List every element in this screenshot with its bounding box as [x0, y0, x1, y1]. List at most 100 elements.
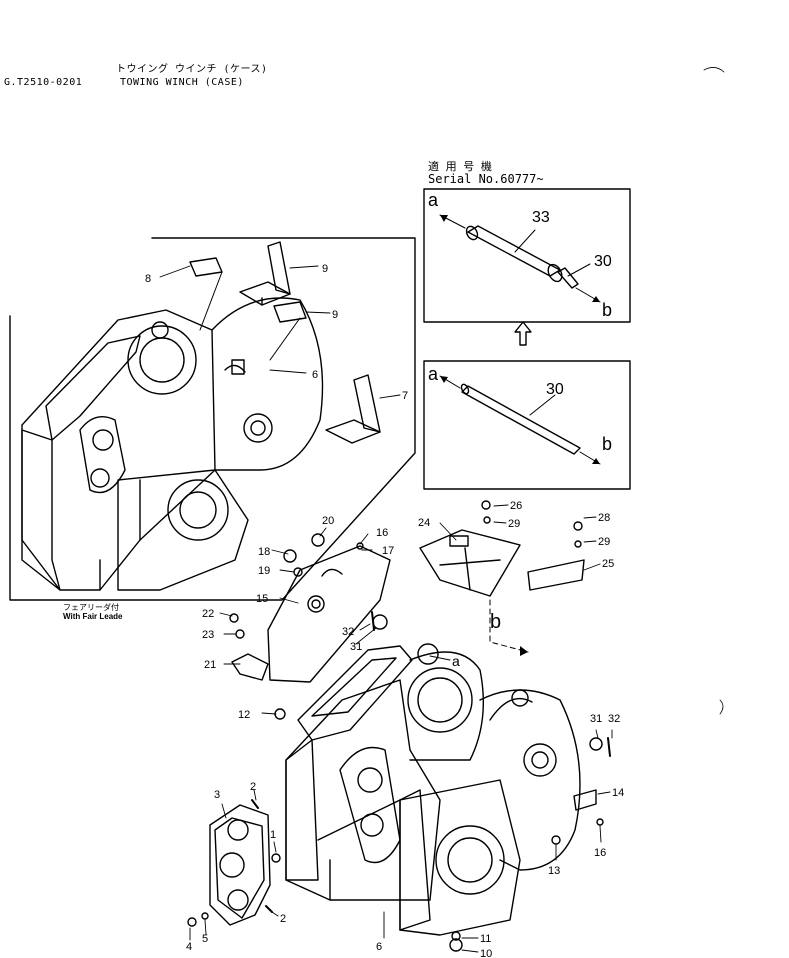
breather-19 [283, 549, 297, 563]
callout-13: 13 [548, 865, 560, 877]
pin-1 [271, 853, 281, 863]
callout-group: 8 9 9 6 7 20 16 17 18 19 15 22 23 21 12 … [145, 263, 624, 958]
callout-32b: 32 [608, 713, 620, 725]
dowel-2b [265, 905, 273, 913]
callout-4: 4 [186, 941, 192, 953]
detail-lower-b: b [602, 434, 612, 454]
callout-10: 10 [480, 948, 492, 958]
callout-7: 7 [402, 390, 408, 402]
callout-29b: 29 [598, 536, 610, 548]
washer-5 [201, 912, 209, 920]
callout-23: 22 [202, 608, 214, 620]
detail-box-lower [423, 360, 631, 490]
callout-12: 12 [238, 709, 250, 721]
callout-9b: 9 [332, 309, 338, 321]
callout-3: 3 [214, 789, 220, 801]
margin-marks [703, 67, 725, 715]
pin-32b [371, 611, 375, 631]
callout-22: 21 [204, 659, 216, 671]
plug-10 [449, 938, 463, 952]
callout-2b: 2 [280, 913, 286, 925]
bolt-15 [596, 818, 604, 826]
fitting-21 [311, 533, 325, 547]
bolt-28 [573, 521, 583, 531]
callout-8: 9 [322, 263, 328, 275]
callout-18: 17 [382, 545, 394, 557]
callout-17: 16 [376, 527, 388, 539]
plug-13 [551, 835, 561, 845]
washer-31 [589, 737, 603, 751]
plate-26 [527, 559, 585, 591]
callout-29a: 29 [508, 518, 520, 530]
callout-9a: 8 [145, 273, 151, 285]
callout-32a: 32 [342, 626, 354, 638]
inset-japanese-label: フェアリーダ付 [63, 603, 119, 612]
bolt-27 [481, 500, 491, 510]
callout-31a: 31 [350, 641, 362, 653]
header-japanese-title: トウイング ウインチ (ケース) [116, 64, 268, 75]
callout-26: 25 [602, 558, 614, 570]
inset-drum-cover [211, 297, 324, 471]
detail-upper-33: 33 [532, 209, 550, 226]
detail-upper-a: a [428, 190, 439, 210]
washer-24 [235, 629, 245, 639]
inset-housing [21, 309, 249, 591]
bolt-23 [229, 613, 239, 623]
serial-number: Serial No.60777~ [428, 172, 544, 186]
callout-24: 23 [202, 629, 214, 641]
callout-19: 18 [258, 546, 270, 558]
plate-14 [573, 789, 597, 811]
plate-25 [419, 529, 521, 597]
detail-upper-b: b [602, 300, 612, 320]
bolt-12 [274, 708, 286, 720]
washer-29b [574, 540, 582, 548]
callout-6a: 6 [312, 369, 318, 381]
inset-bracket-8 [239, 241, 291, 306]
detail-lower-shaft [460, 383, 581, 455]
top-cover-16 [267, 545, 391, 683]
main-drum-cover [479, 689, 581, 871]
callout-16: 15 [256, 593, 268, 605]
upgrade-arrow [514, 321, 532, 346]
detail-upper-tube [465, 225, 579, 289]
detail-upper-30: 30 [594, 253, 612, 270]
bolt-4 [187, 917, 197, 927]
callout-31b: 31 [590, 713, 602, 725]
main-housing [285, 643, 521, 936]
oring-31 [372, 614, 388, 630]
inset-frame [9, 237, 416, 601]
dowel-2a [251, 799, 259, 809]
callout-5: 5 [202, 933, 208, 945]
main-ref-b: b [490, 611, 501, 633]
callout-2a: 2 [250, 781, 256, 793]
callout-6b: 6 [376, 941, 382, 953]
callout-11: 11 [480, 933, 491, 945]
detail-lower-30: 30 [546, 381, 564, 398]
inset-plate-9a [189, 257, 223, 277]
washer-11 [451, 931, 461, 941]
callout-27: 26 [510, 500, 522, 512]
inset-english-label: With Fair Leade [63, 612, 123, 621]
detail-lower-a: a [428, 364, 439, 384]
inset-bracket-7 [325, 374, 381, 444]
inset-plate-9b [273, 301, 307, 323]
callout-21: 20 [322, 515, 334, 527]
callout-15: 16 [594, 847, 606, 859]
leader-lines [159, 265, 613, 953]
header-code: G.T2510-0201 [4, 77, 83, 88]
serial-japanese: 適 用 号 機 [428, 160, 492, 173]
callout-14: 14 [612, 787, 624, 799]
callout-25: 24 [418, 517, 430, 529]
header-title: TOWING WINCH (CASE) [120, 77, 244, 88]
main-ref-a: a [452, 653, 460, 669]
washer-29a [483, 516, 491, 524]
bracket-22 [231, 653, 269, 681]
callout-28: 28 [598, 512, 610, 524]
pin-32 [607, 737, 611, 757]
detail-box-upper [423, 188, 631, 323]
callout-1: 1 [270, 829, 276, 841]
gear-cover-3 [209, 804, 271, 926]
bolt-17 [356, 542, 364, 550]
